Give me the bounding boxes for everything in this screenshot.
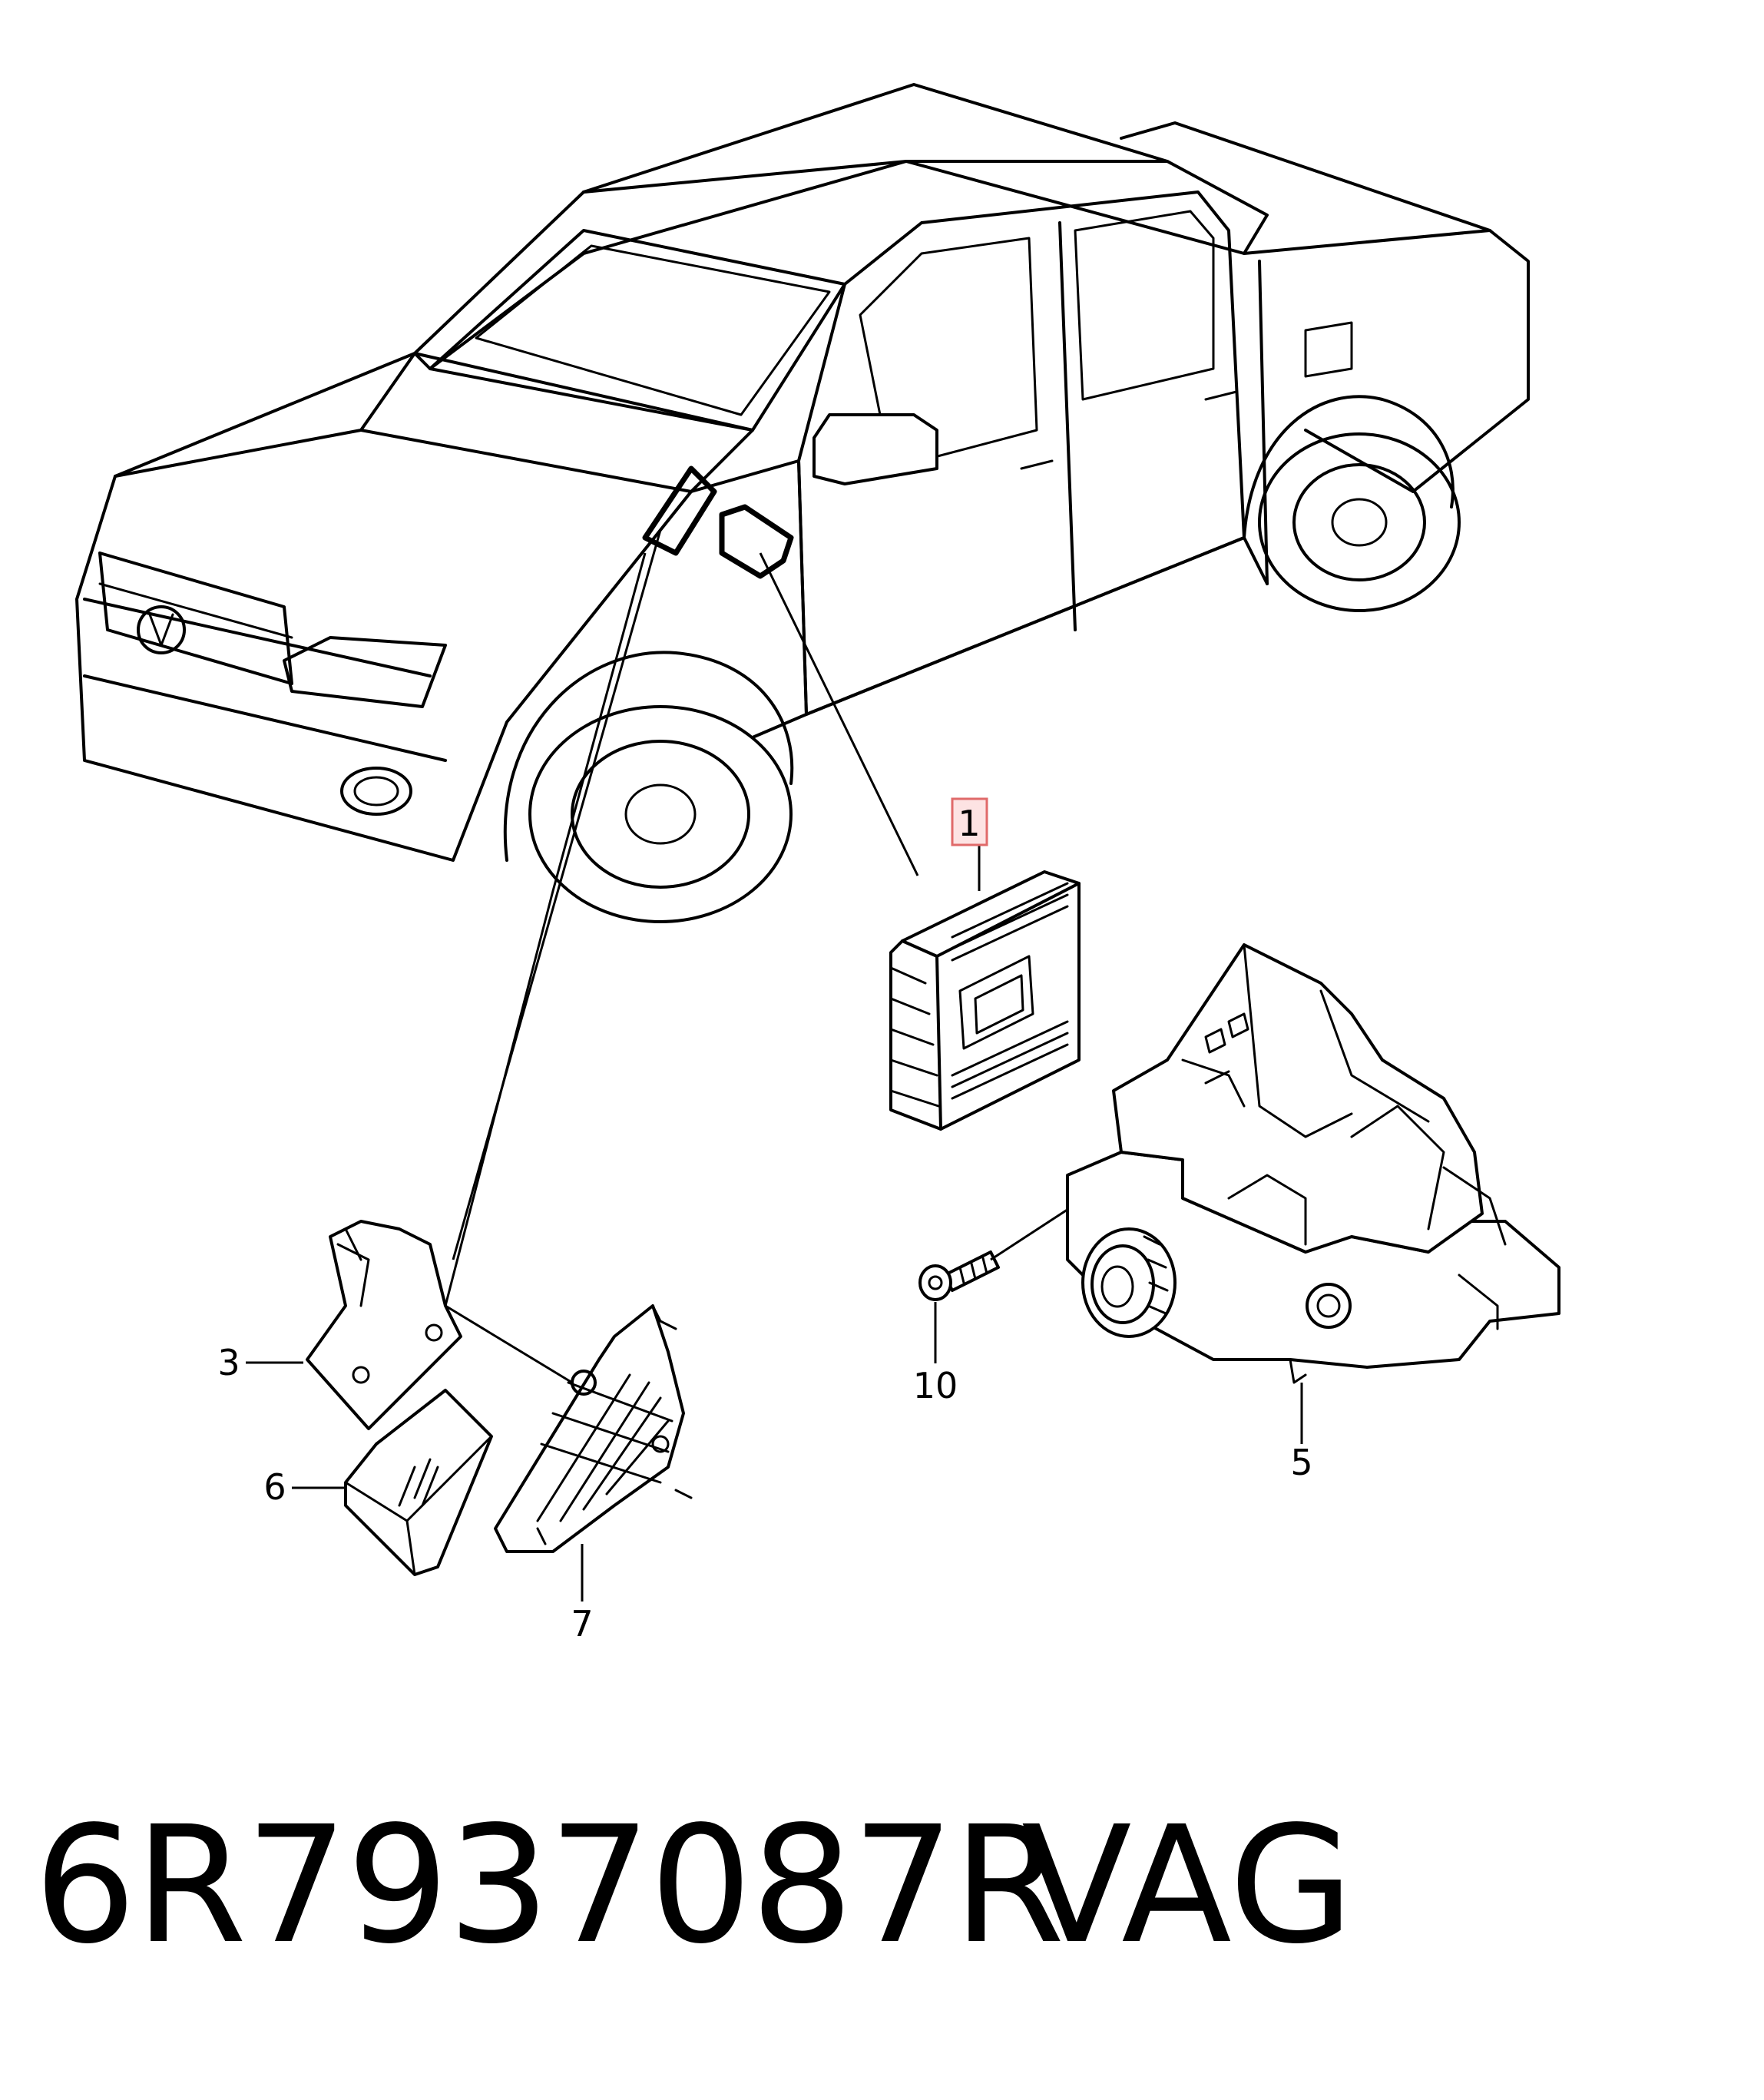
callout-10-label: 10 [913,1365,958,1406]
part-number-text: 6R7937087R [34,1791,1065,1979]
part-10-screw [918,1250,1000,1301]
callout-3-label: 3 [217,1342,240,1383]
callout-10[interactable]: 10 [913,1302,958,1406]
callout-1-highlight [951,797,988,846]
callout-5-label: 5 [1290,1442,1312,1483]
callout-6-label: 6 [263,1466,286,1508]
part-1-control-module [889,870,1081,1131]
part-6-small-module [344,1389,493,1576]
callout-5[interactable]: 5 [1290,1383,1313,1483]
callout-3[interactable]: 3 [217,1342,303,1383]
leader-lines [444,529,1080,1384]
callout-6[interactable]: 6 [263,1466,346,1508]
vehicle-illustration [75,83,1530,923]
callout-7[interactable]: 7 [571,1544,594,1645]
callout-labels: 1 3 5 6 7 10 [217,797,1313,1645]
callout-7-label: 7 [571,1603,593,1645]
part-7-mounting-plate [494,1304,693,1553]
manufacturer-text: VAG [1021,1791,1354,1979]
callout-1-label: 1 [958,803,980,844]
part-3-bracket [306,1220,462,1430]
module-connector-pins [951,882,1069,1100]
part-5-steering-assembly [1066,943,1560,1384]
callout-1[interactable]: 1 [951,797,988,846]
